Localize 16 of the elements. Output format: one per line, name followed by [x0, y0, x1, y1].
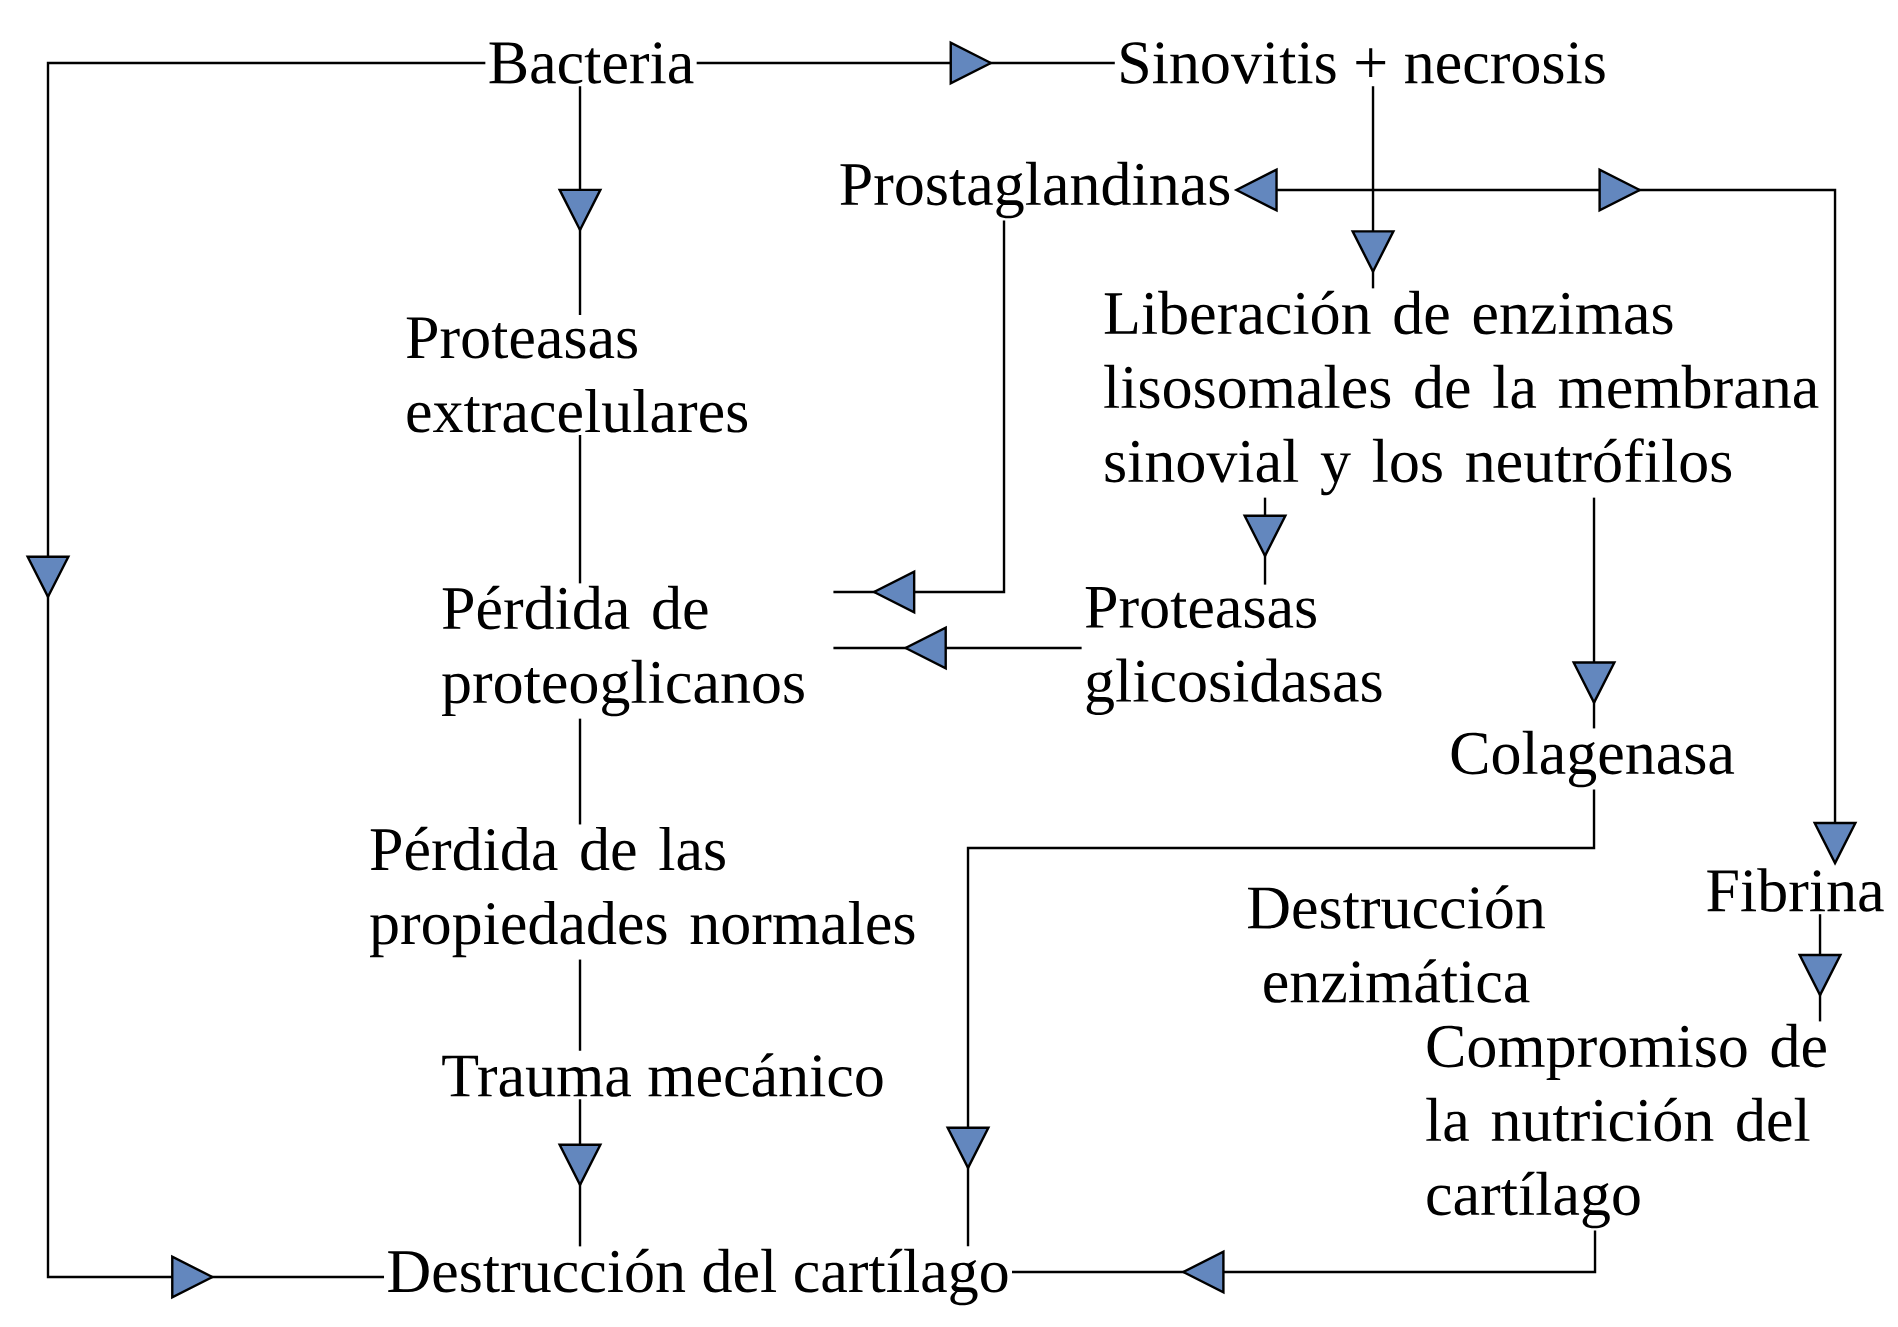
flow-step: Liberación de enzimas lisosomales de la membrana sinovial y los neutrófilos [1104, 290, 1819, 496]
flow-step: Bacteria [489, 42, 694, 84]
flow-step: Proteasas extracelulares [406, 317, 748, 433]
flow-step: Sinovitis + necrosis [1121, 42, 1605, 84]
flow-step: Compromiso de la nutrición del cartílago [1426, 1023, 1826, 1229]
arrow [1012, 1230, 1597, 1295]
flow-step: Destrucción del cartílago [388, 1248, 1008, 1306]
arrow [833, 220, 1006, 615]
note-text: Destrucción enzimática [1248, 885, 1545, 1003]
flow-step: Trauma mecánico [442, 1053, 883, 1097]
flow-step: Pérdida de proteoglicanos [442, 585, 804, 717]
flow-step: Prostaglandinas [840, 161, 1230, 219]
flow-step: Colagenasa [1451, 730, 1735, 788]
flow-step: Proteasas glicosidasas [1085, 587, 1382, 715]
flow-step: Fibrina [1707, 868, 1884, 912]
flow-step: Pérdida de las propiedades normales [370, 826, 915, 958]
